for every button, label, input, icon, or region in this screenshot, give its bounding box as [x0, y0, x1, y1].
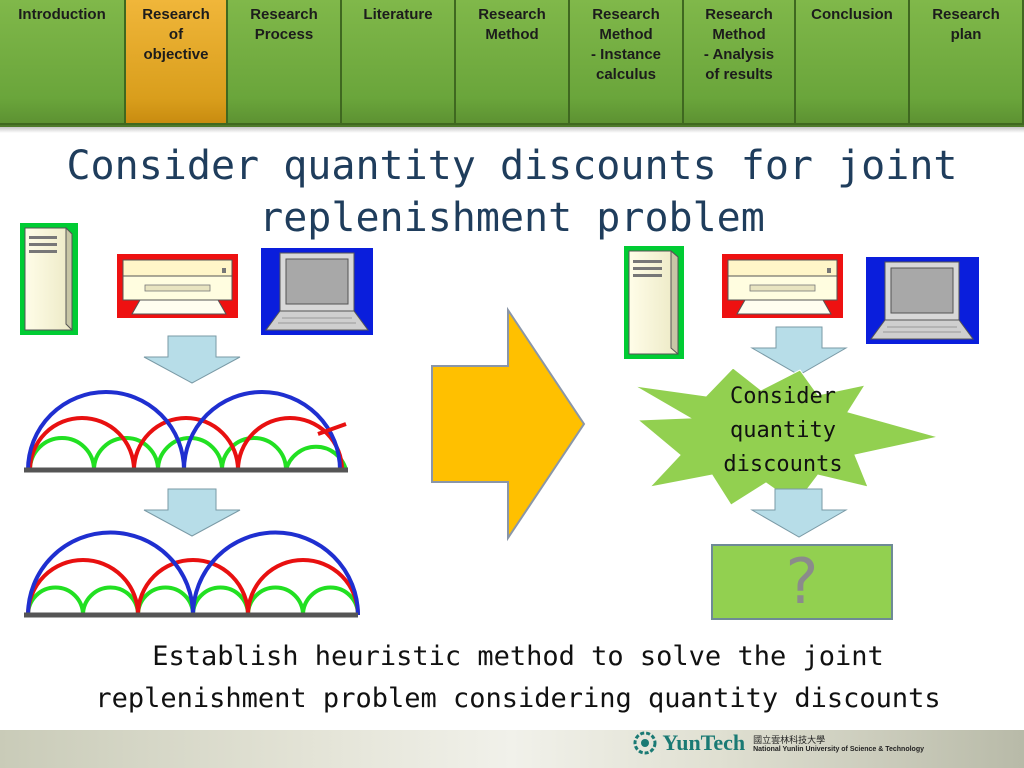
- replenishment-cycle-diagram-2: [24, 530, 360, 618]
- tab-research-objective[interactable]: Research of objective: [126, 0, 228, 125]
- laptop-icon: [261, 248, 373, 335]
- down-arrow: [143, 488, 241, 537]
- logo-chinese-name: 國立雲林科技大學: [753, 736, 826, 746]
- slide-title: Consider quantity discounts for joint re…: [66, 143, 958, 241]
- down-arrow: [143, 335, 241, 384]
- transition-arrow: [431, 306, 586, 542]
- tab-label: Research Process: [250, 6, 318, 43]
- tab-label: Research Method: [478, 6, 546, 43]
- printer-icon: [722, 254, 843, 318]
- replenishment-cycle-diagram-1: [24, 390, 348, 473]
- tab-research-method[interactable]: Research Method: [456, 0, 570, 125]
- tab-label: Research plan: [932, 6, 1000, 43]
- tab-research-method-instance[interactable]: Research Method - Instance calculus: [570, 0, 684, 125]
- burst-label: Consider quantity discounts: [723, 384, 843, 477]
- laptop-icon: [866, 257, 979, 344]
- tab-label: Research Method - Analysis of results: [703, 6, 775, 83]
- footer-band: [0, 730, 1024, 768]
- down-arrow: [750, 488, 848, 538]
- printer-icon: [117, 254, 238, 318]
- top-nav: Introduction Research of objective Resea…: [0, 0, 1024, 127]
- tab-research-plan[interactable]: Research plan: [910, 0, 1024, 125]
- logo-english-name: National Yunlin University of Science & …: [753, 746, 924, 753]
- tab-literature[interactable]: Literature: [342, 0, 456, 125]
- tab-label: Literature: [363, 6, 433, 23]
- down-arrow: [750, 326, 848, 376]
- tab-label: Research of objective: [142, 6, 210, 63]
- nav-shadow: [0, 127, 1024, 133]
- logo-emblem-icon: [633, 731, 657, 755]
- university-logo: YunTech 國立雲林科技大學 National Yunlin Univers…: [632, 728, 924, 758]
- tab-label: Conclusion: [811, 6, 893, 23]
- tab-label: Introduction: [18, 6, 106, 23]
- tab-research-process[interactable]: Research Process: [228, 0, 342, 125]
- tab-label: Research Method - Instance calculus: [590, 6, 662, 83]
- tab-research-method-analysis[interactable]: Research Method - Analysis of results: [684, 0, 796, 125]
- logo-text: YunTech: [662, 730, 746, 755]
- conclusion-text: Establish heuristic method to solve the …: [95, 641, 941, 714]
- server-icon: [20, 223, 78, 335]
- tab-conclusion[interactable]: Conclusion: [796, 0, 910, 125]
- unknown-result-box: [711, 544, 893, 620]
- server-icon: [624, 246, 684, 359]
- tab-introduction[interactable]: Introduction: [0, 0, 126, 125]
- quantity-discount-burst: [634, 367, 939, 506]
- question-mark: ?: [785, 545, 819, 618]
